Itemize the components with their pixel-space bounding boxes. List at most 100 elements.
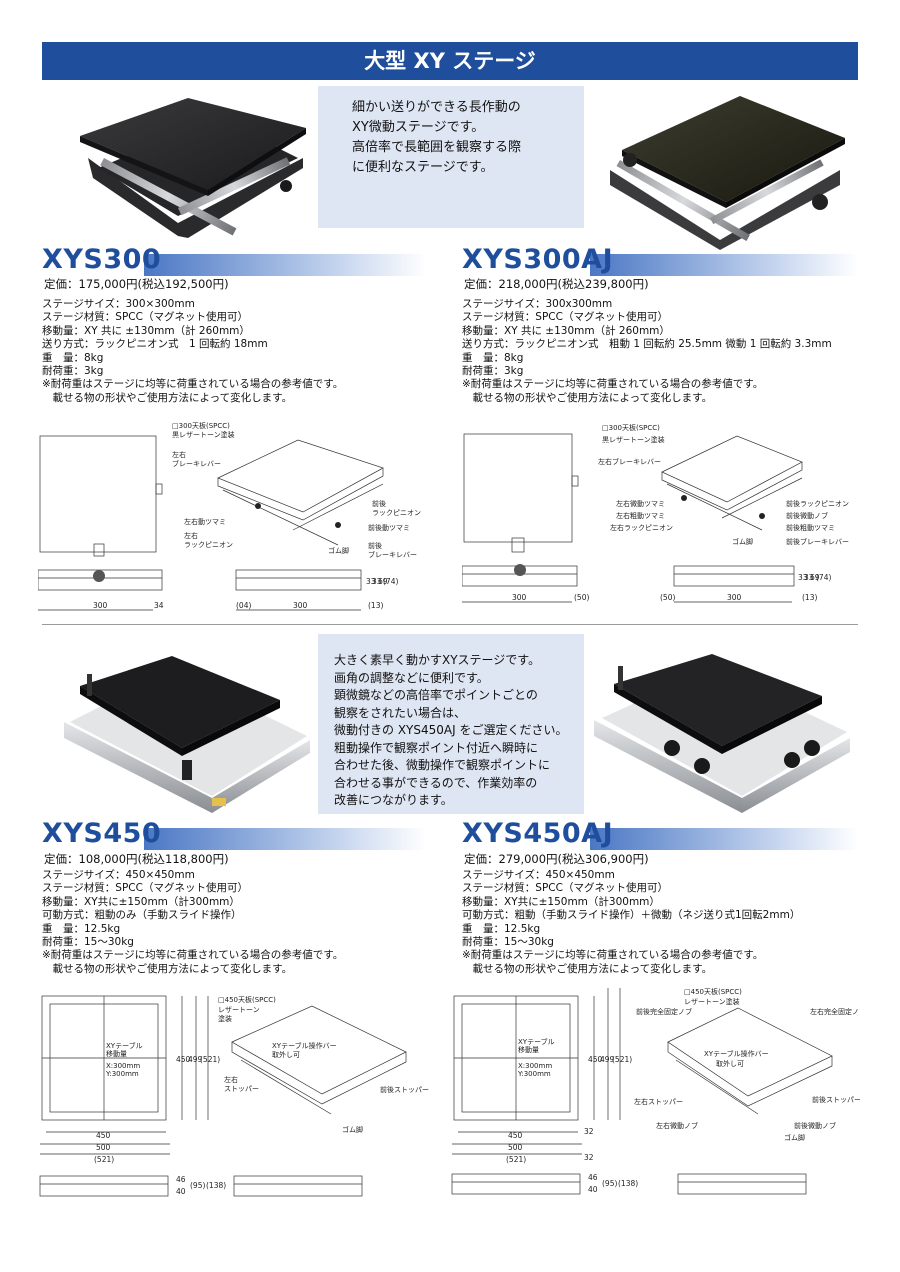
xys450-price: 定価：108,000円(税込118,800円) (44, 852, 229, 866)
spec-line: ※耐荷重はステージに均等に荷重されている場合の参考値です。 (462, 949, 764, 962)
drawing-label: ゴム脚 (342, 1125, 363, 1134)
xys450aj-heading-bar (590, 828, 858, 850)
xys300-photo (80, 98, 306, 238)
dimension-label: (13) (368, 601, 383, 610)
drawing-label: 左右ラックピニオン (610, 523, 673, 532)
xys450-drawing: XYテーブル 移動量 X:300mm Y:300mm □450天板(SPCC) … (39, 995, 429, 1197)
intro-box-middle: 大きく素早く動かすXYステージです。 画角の調整などに便利です。 顕微鏡などの高… (318, 634, 584, 814)
spec-line: ステージ材質：SPCC（マグネット使用可） (42, 882, 248, 895)
spec-line: 耐荷重：3kg (42, 365, 104, 378)
xys300aj-specs: ステージサイズ：300x300mm ステージ材質：SPCC（マグネット使用可） … (462, 298, 832, 405)
drawing-label: 左右微動ツマミ (616, 499, 665, 508)
drawing-label: 塗装 (218, 1014, 232, 1023)
dimension-label: 69 (378, 577, 388, 586)
dimension-label: 46 (176, 1175, 186, 1184)
xys450aj-photo (594, 654, 850, 813)
drawing-label: ゴム脚 (732, 537, 753, 546)
spec-line: 可動方式：粗動（手動スライド操作）＋微動（ネジ送り式1回転2mm） (462, 909, 801, 922)
dimension-label: 69 (810, 573, 820, 582)
spec-line: ステージサイズ：300×300mm (42, 298, 195, 310)
dimension-label: 450 (176, 1055, 191, 1064)
intro-line: 大きく素早く動かすXYステージです。 (334, 653, 541, 667)
intro-line: 顕微鏡などの高倍率でポイントごとの (334, 688, 538, 702)
drawing-label: 左右微動ノブ (656, 1121, 698, 1130)
intro-line: 高倍率で長範囲を観察する際 (352, 140, 522, 155)
intro-line: 細かい送りができる長作動の (352, 100, 521, 115)
drawing-label: □450天板(SPCC) (684, 987, 742, 996)
dimension-label: (04) (236, 601, 251, 610)
spec-line: 耐荷重：15～30kg (42, 936, 134, 949)
spec-line: 載せる物の形状やご使用方法によって変化します。 (462, 391, 713, 404)
drawing-label: レザートーン (218, 1006, 260, 1014)
dimension-label: (138) (206, 1181, 226, 1190)
dimension-label: 40 (176, 1187, 186, 1196)
drawing-label: 左右粗動ツマミ (616, 511, 665, 520)
spec-line: 移動量：XY共に±150mm（計300mm） (42, 895, 240, 908)
drawing-label: □450天板(SPCC) (218, 995, 276, 1004)
spec-line: ステージサイズ：300x300mm (462, 298, 613, 310)
drawing-label: 前後 (372, 499, 386, 508)
drawing-label: ブレーキレバー (368, 550, 417, 559)
drawing-label: ブレーキレバー (172, 459, 221, 468)
spec-line: ※耐荷重はステージに均等に荷重されている場合の参考値です。 (42, 949, 344, 962)
drawing-label: ラックピニオン (372, 509, 421, 517)
xys300aj-price: 定価：218,000円(税込239,800円) (464, 277, 649, 291)
dimension-label: 300 (93, 601, 108, 610)
spec-line: 移動量：XY共に±150mm（計300mm） (462, 895, 660, 908)
spec-line: ステージ材質：SPCC（マグネット使用可） (462, 882, 668, 895)
spec-line: 耐荷重：15～30kg (462, 936, 554, 949)
dimension-label: 450 (96, 1131, 111, 1140)
page-title: 大型 XY ステージ (42, 42, 858, 80)
spec-line: 送り方式：ラックピニオン式 1 回転約 18mm (42, 338, 268, 351)
drawing-label: 左右 (172, 450, 186, 459)
xys300aj-photo (610, 96, 845, 250)
dimension-label: (95) (190, 1181, 205, 1190)
drawing-label: XYテーブル操作バー (272, 1041, 337, 1050)
plan-label: XYテーブル (518, 1037, 555, 1046)
spec-line: ステージ材質：SPCC（マグネット使用可） (42, 311, 248, 324)
dimension-label: 40 (588, 1185, 598, 1194)
plan-label: X:300mm (106, 1062, 140, 1070)
xys300aj-drawing: □300天板(SPCC) 黒レザートーン塗装 左右ブレーキレバー 左右微動ツマミ… (462, 423, 849, 603)
drawing-label: 前後粗動ツマミ (786, 523, 835, 532)
intro-line: 合わせる事ができるので、作業効率の (334, 775, 538, 790)
spec-line: 耐荷重：3kg (462, 365, 524, 378)
drawing-label: 前後完全固定ノブ (636, 1007, 692, 1016)
drawing-label: ゴム脚 (784, 1133, 805, 1142)
drawing-label: 前後ラックピニオン (786, 499, 849, 508)
spec-line: 載せる物の形状やご使用方法によって変化します。 (462, 962, 713, 975)
dimension-label: (138) (618, 1179, 638, 1188)
drawing-label: レザートーン塗装 (684, 997, 740, 1006)
intro-line: 粗動操作で観察ポイント付近へ瞬時に (334, 740, 539, 755)
plan-label: Y:300mm (517, 1070, 551, 1078)
intro-line: 画角の調整などに便利です。 (334, 670, 489, 685)
dimension-label: (521) (200, 1055, 220, 1064)
dimension-label: (521) (506, 1155, 526, 1164)
xys300-specs: ステージサイズ：300×300mm ステージ材質：SPCC（マグネット使用可） … (42, 298, 343, 405)
drawing-label: 左右ストッパー (634, 1097, 683, 1106)
dimension-label: 33 (804, 573, 814, 582)
spec-line: 載せる物の形状やご使用方法によって変化します。 (42, 391, 293, 404)
xys450-name: XYS450 (42, 818, 162, 849)
dimension-label: 450 (508, 1131, 523, 1140)
xys300-drawing: □300天板(SPCC) 黒レザートーン塗装 左右 ブレーキレバー 左右動ツマミ… (38, 421, 421, 611)
xys300-price: 定価：175,000円(税込192,500円) (44, 277, 229, 291)
drawing-label: 黒レザートーン塗装 (172, 430, 235, 439)
spec-line: 重 量：12.5kg (42, 922, 121, 935)
spec-line: ステージサイズ：450×450mm (462, 869, 615, 881)
xys450aj-drawing: XYテーブル 移動量 X:300mm Y:300mm □450天板(SPCC) … (451, 987, 860, 1195)
spec-line: ステージサイズ：450×450mm (42, 869, 195, 881)
dimension-label: (74) (816, 573, 831, 582)
drawing-label: 取外し可 (716, 1059, 744, 1068)
drawing-label: □300天板(SPCC) (172, 421, 230, 430)
spec-line: 移動量：XY 共に ±130mm（計 260mm） (462, 324, 670, 337)
drawing-label: 前後動ツマミ (368, 523, 410, 532)
spec-line: 載せる物の形状やご使用方法によって変化します。 (42, 962, 293, 975)
drawing-label: 取外し可 (272, 1050, 300, 1059)
intro-line: に便利なステージです。 (352, 160, 494, 175)
dimension-label: 500 (96, 1143, 111, 1152)
dimension-label: 499 (600, 1055, 615, 1064)
spec-line: 重 量：12.5kg (462, 922, 541, 935)
xys450aj-price: 定価：279,000円(税込306,900円) (464, 852, 649, 866)
spec-line: 可動方式：粗動のみ（手動スライド操作） (42, 909, 242, 922)
